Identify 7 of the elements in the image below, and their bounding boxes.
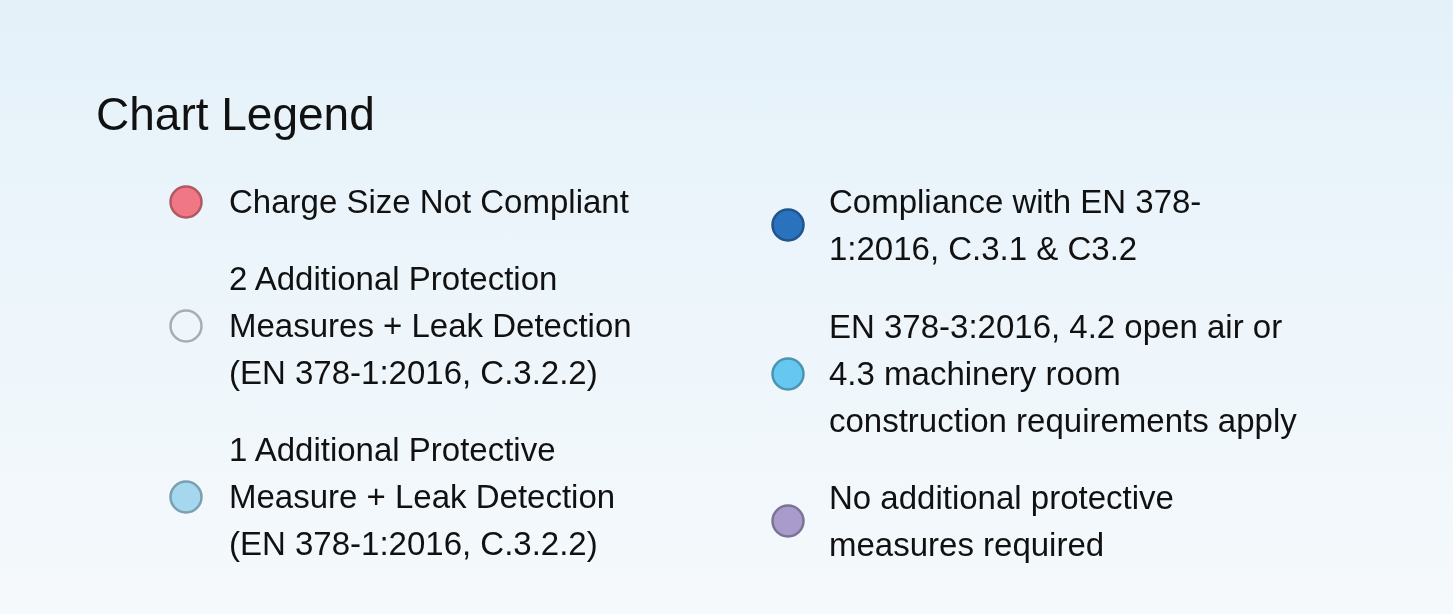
- legend-label: No additional protective measures required: [829, 478, 1175, 565]
- legend-label: 2 Additional Protection Measures + Leak Detection (EN 378-1:2016, C.3.2.2): [229, 259, 633, 393]
- legend-title: Chart Legend: [96, 87, 375, 142]
- legend-label: EN 378-3:2016, 4.2 open air or 4.3 machinery room construction requirements apply: [829, 307, 1298, 441]
- legend-label: Charge Size Not Compliant: [229, 182, 630, 222]
- legend-label: Compliance with EN 378-1:2016, C.3.1 & C3.2: [829, 182, 1203, 269]
- legend-label: 1 Additional Protective Measure + Leak Detection (EN 378-1:2016, C.3.2.2): [229, 430, 617, 564]
